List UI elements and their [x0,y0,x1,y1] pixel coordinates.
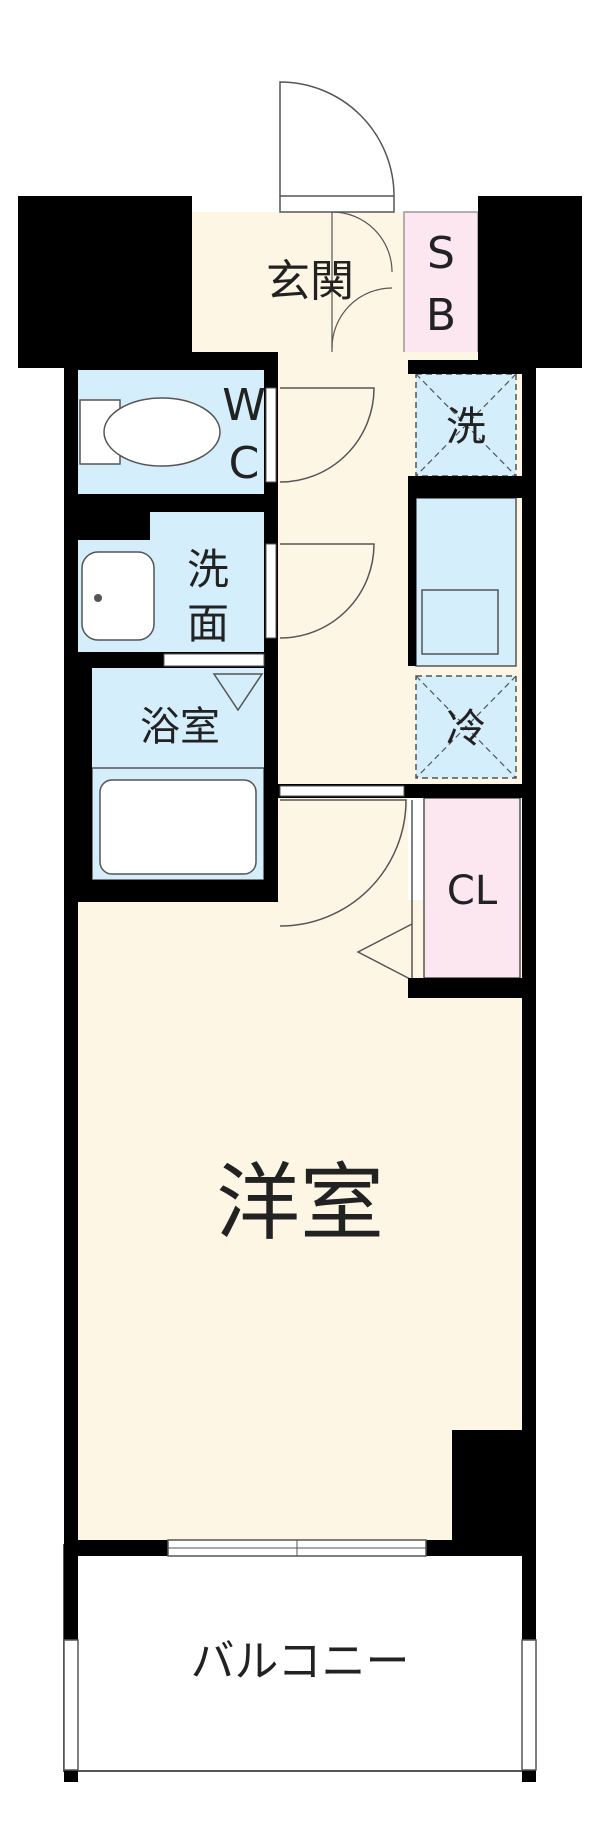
washer-x-2 [415,373,517,477]
kitchen-counter [415,497,517,667]
washbasin-drain [94,594,102,602]
room-door-area [278,784,408,904]
wall-wc-bottom [64,494,278,512]
wall-entrance-bottom [64,352,278,370]
bath-door-swing [212,673,264,712]
entrance-door-swing [279,81,395,197]
wall-top-right-block [478,196,582,368]
shoe-box [403,211,479,361]
wc-door-swing [279,387,375,483]
wall-washer-top [408,360,536,374]
balcony-area [63,1544,533,1772]
washroom-door-swing [279,543,375,639]
fridge-label: 冷 [446,706,486,752]
wall-washroom-left [64,512,150,540]
wall-column [452,1430,522,1540]
wall-closet-left [408,784,424,798]
washbasin [81,551,155,641]
wall-left-outer [64,368,78,1782]
room-door-gap [279,785,405,797]
balcony-rail-left [63,1639,79,1771]
wall-washer-bottom [408,476,536,498]
wc-label-c: C [229,438,260,489]
entrance-label: 玄関 [266,256,354,307]
sb-label-b: B [426,290,456,341]
sb-label-s: S [427,228,455,279]
fridge-x-2 [415,675,517,779]
washroom-label-2: 面 [187,599,229,648]
wall-closet-top [408,784,536,798]
wall-right-outer [522,368,536,1782]
balcony-label: バルコニー [190,1636,409,1687]
closet-label: CL [447,868,498,914]
wall-bath-bottom [64,880,278,902]
entrance-inner-swing-2 [331,287,393,349]
wall-top-left-block [18,196,192,368]
washroom-door-gap [265,543,277,639]
wc-door-gap [265,387,277,483]
bathroom-label: 浴室 [140,704,220,750]
washroom-label-1: 洗 [187,545,229,594]
washer-label: 洗 [446,404,486,450]
entrance-door-frame [279,195,395,213]
kitchen-sink [421,589,499,655]
wall-closet-bottom [408,978,536,998]
toilet-bowl [103,397,221,467]
washroom-area [150,512,264,652]
bathtub [99,779,257,875]
room-door-swing [279,799,407,927]
wall-bath-left [64,668,92,880]
closet-area [423,797,521,979]
balcony-rail-right [521,1639,537,1771]
closet-door-swing [356,923,413,981]
western-room-floor [78,900,522,1540]
wall-kitchen-left [408,476,416,666]
bath-door-gap [163,653,265,667]
entrance-inner-swing-1 [331,211,393,273]
entrance-floor [192,212,404,352]
western-room-label: 洋室 [216,1154,384,1252]
wc-label-w: W [222,380,266,431]
